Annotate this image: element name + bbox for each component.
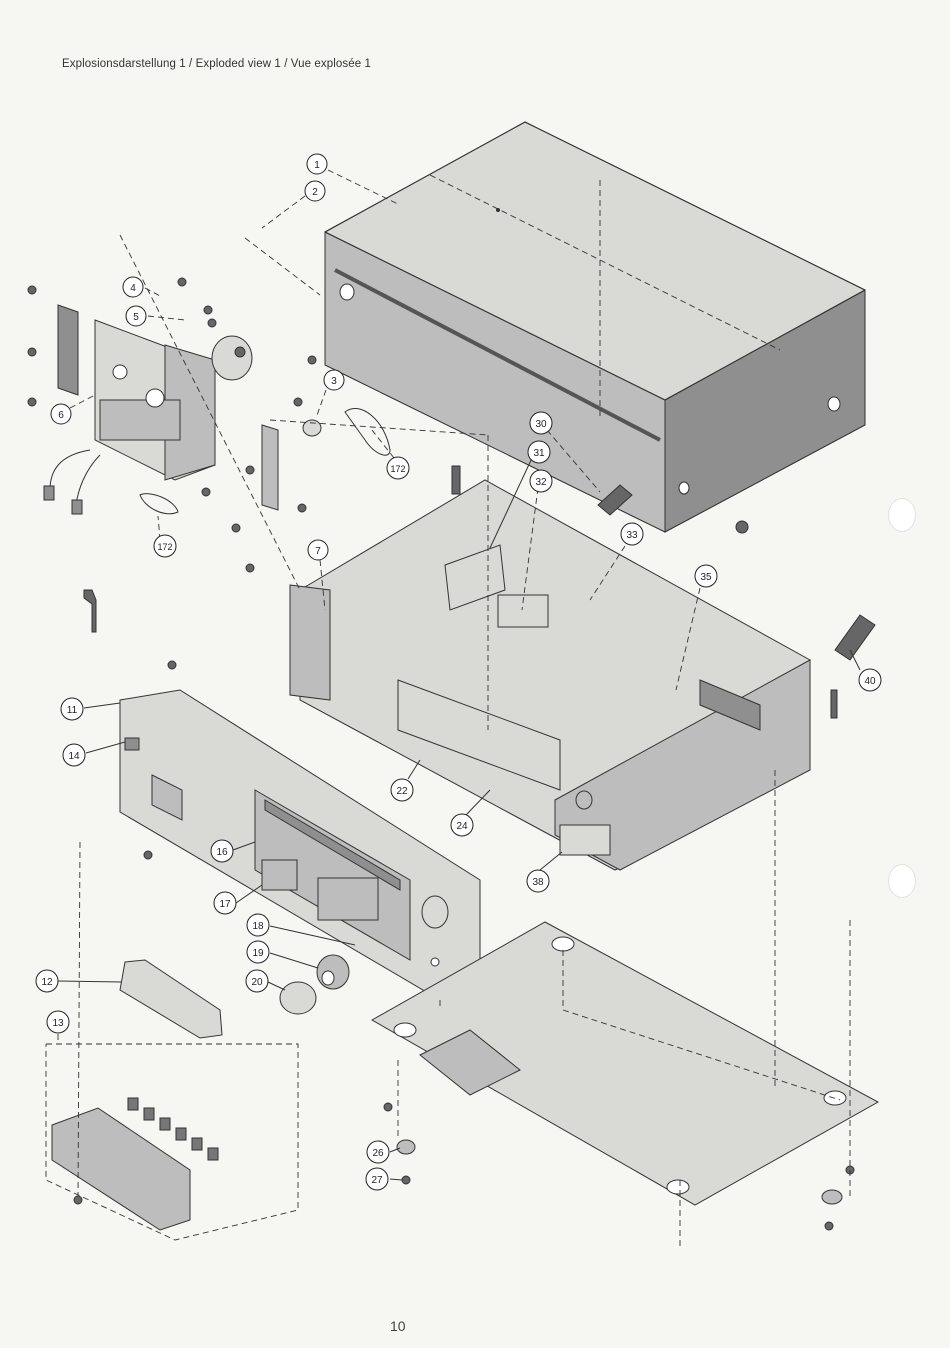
callout-40: 40 (859, 669, 881, 691)
callout-24-label: 24 (456, 821, 468, 832)
callout-1-label: 1 (314, 160, 320, 171)
callout-11: 11 (61, 698, 83, 720)
callout-19: 19 (247, 941, 269, 963)
callout-22-label: 22 (396, 786, 408, 797)
callout-32: 32 (530, 470, 552, 492)
callout-172-upper-label: 172 (390, 464, 405, 474)
callout-35-label: 35 (700, 572, 712, 583)
callout-172-lower-label: 172 (157, 542, 172, 552)
callout-20-label: 20 (251, 977, 263, 988)
callout-33: 33 (621, 523, 643, 545)
callout-22: 22 (391, 779, 413, 801)
callout-12: 12 (36, 970, 58, 992)
callout-1: 1 (307, 154, 327, 174)
knobs (280, 955, 349, 1014)
callout-40-label: 40 (864, 676, 876, 687)
callout-13-label: 13 (52, 1018, 64, 1029)
callout-2: 2 (305, 181, 325, 201)
callout-20: 20 (246, 970, 268, 992)
callout-11-label: 11 (67, 705, 78, 716)
callout-35: 35 (695, 565, 717, 587)
callout-30-label: 30 (535, 419, 547, 430)
callout-38-label: 38 (532, 877, 544, 888)
callout-27-label: 27 (371, 1175, 383, 1186)
callout-7-label: 7 (315, 546, 321, 557)
callout-27: 27 (366, 1168, 388, 1190)
callout-32-label: 32 (535, 477, 547, 488)
callout-38: 38 (527, 870, 549, 892)
callout-18: 18 (247, 914, 269, 936)
callout-17-label: 17 (219, 899, 231, 910)
callout-16-label: 16 (216, 847, 228, 858)
callout-31-label: 31 (533, 448, 545, 459)
callout-17: 17 (214, 892, 236, 914)
callout-33-label: 33 (626, 530, 638, 541)
callout-4-label: 4 (130, 283, 136, 294)
callout-7: 7 (308, 540, 328, 560)
page-number: 10 (390, 1318, 406, 1334)
callout-2-label: 2 (312, 187, 318, 198)
callout-3-label: 3 (331, 376, 337, 387)
callout-14: 14 (63, 744, 85, 766)
callout-19-label: 19 (252, 948, 264, 959)
callout-30: 30 (530, 412, 552, 434)
callout-6: 6 (51, 404, 71, 424)
callout-5-label: 5 (133, 312, 139, 323)
callout-26-label: 26 (372, 1148, 384, 1159)
callout-14-label: 14 (68, 751, 80, 762)
callout-18-label: 18 (252, 921, 264, 932)
callout-24: 24 (451, 814, 473, 836)
flap-assembly (46, 960, 298, 1240)
callout-13: 13 (47, 1011, 69, 1033)
callout-31: 31 (528, 441, 550, 463)
callout-172-lower: 172 (154, 535, 176, 557)
callout-5: 5 (126, 306, 146, 326)
callout-12-label: 12 (41, 977, 53, 988)
callout-26: 26 (367, 1141, 389, 1163)
callout-16: 16 (211, 840, 233, 862)
callout-4: 4 (123, 277, 143, 297)
callout-172-upper: 172 (387, 457, 409, 479)
callout-6-label: 6 (58, 410, 64, 421)
callout-3: 3 (324, 370, 344, 390)
